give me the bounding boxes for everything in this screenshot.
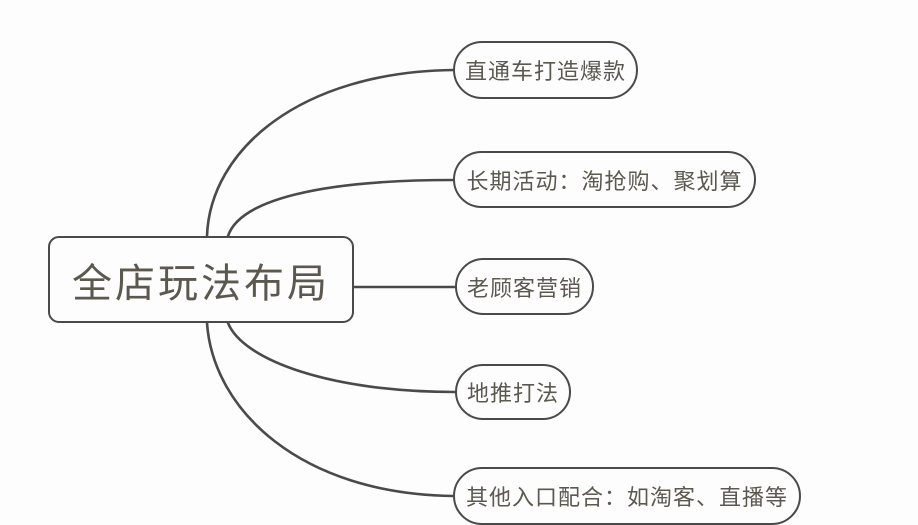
branch-node-1[interactable]: 直通车打造爆款	[453, 41, 638, 99]
branch-node-4[interactable]: 地推打法	[455, 364, 571, 420]
branch-node-5-label: 其他入口配合：如淘客、直播等	[465, 485, 788, 510]
connector-branch-1	[205, 68, 455, 238]
connector-branch-4	[226, 321, 457, 394]
root-node[interactable]: 全店玩法布局	[48, 236, 354, 323]
root-node-label: 全店玩法布局	[72, 261, 330, 306]
connector-branch-5	[205, 321, 455, 498]
branch-node-5[interactable]: 其他入口配合：如淘客、直播等	[453, 467, 801, 525]
branch-node-4-label: 地推打法	[466, 381, 559, 406]
branch-node-3-label: 老顾客营销	[466, 275, 582, 301]
branch-node-1-label: 直通车打造爆款	[464, 59, 626, 84]
branch-node-3[interactable]: 老顾客营销	[455, 258, 594, 315]
branch-node-2[interactable]: 长期活动：淘抢购、聚划算	[453, 151, 756, 208]
branch-node-2-label: 长期活动：淘抢购、聚划算	[466, 168, 743, 194]
connector-branch-2	[226, 178, 455, 238]
